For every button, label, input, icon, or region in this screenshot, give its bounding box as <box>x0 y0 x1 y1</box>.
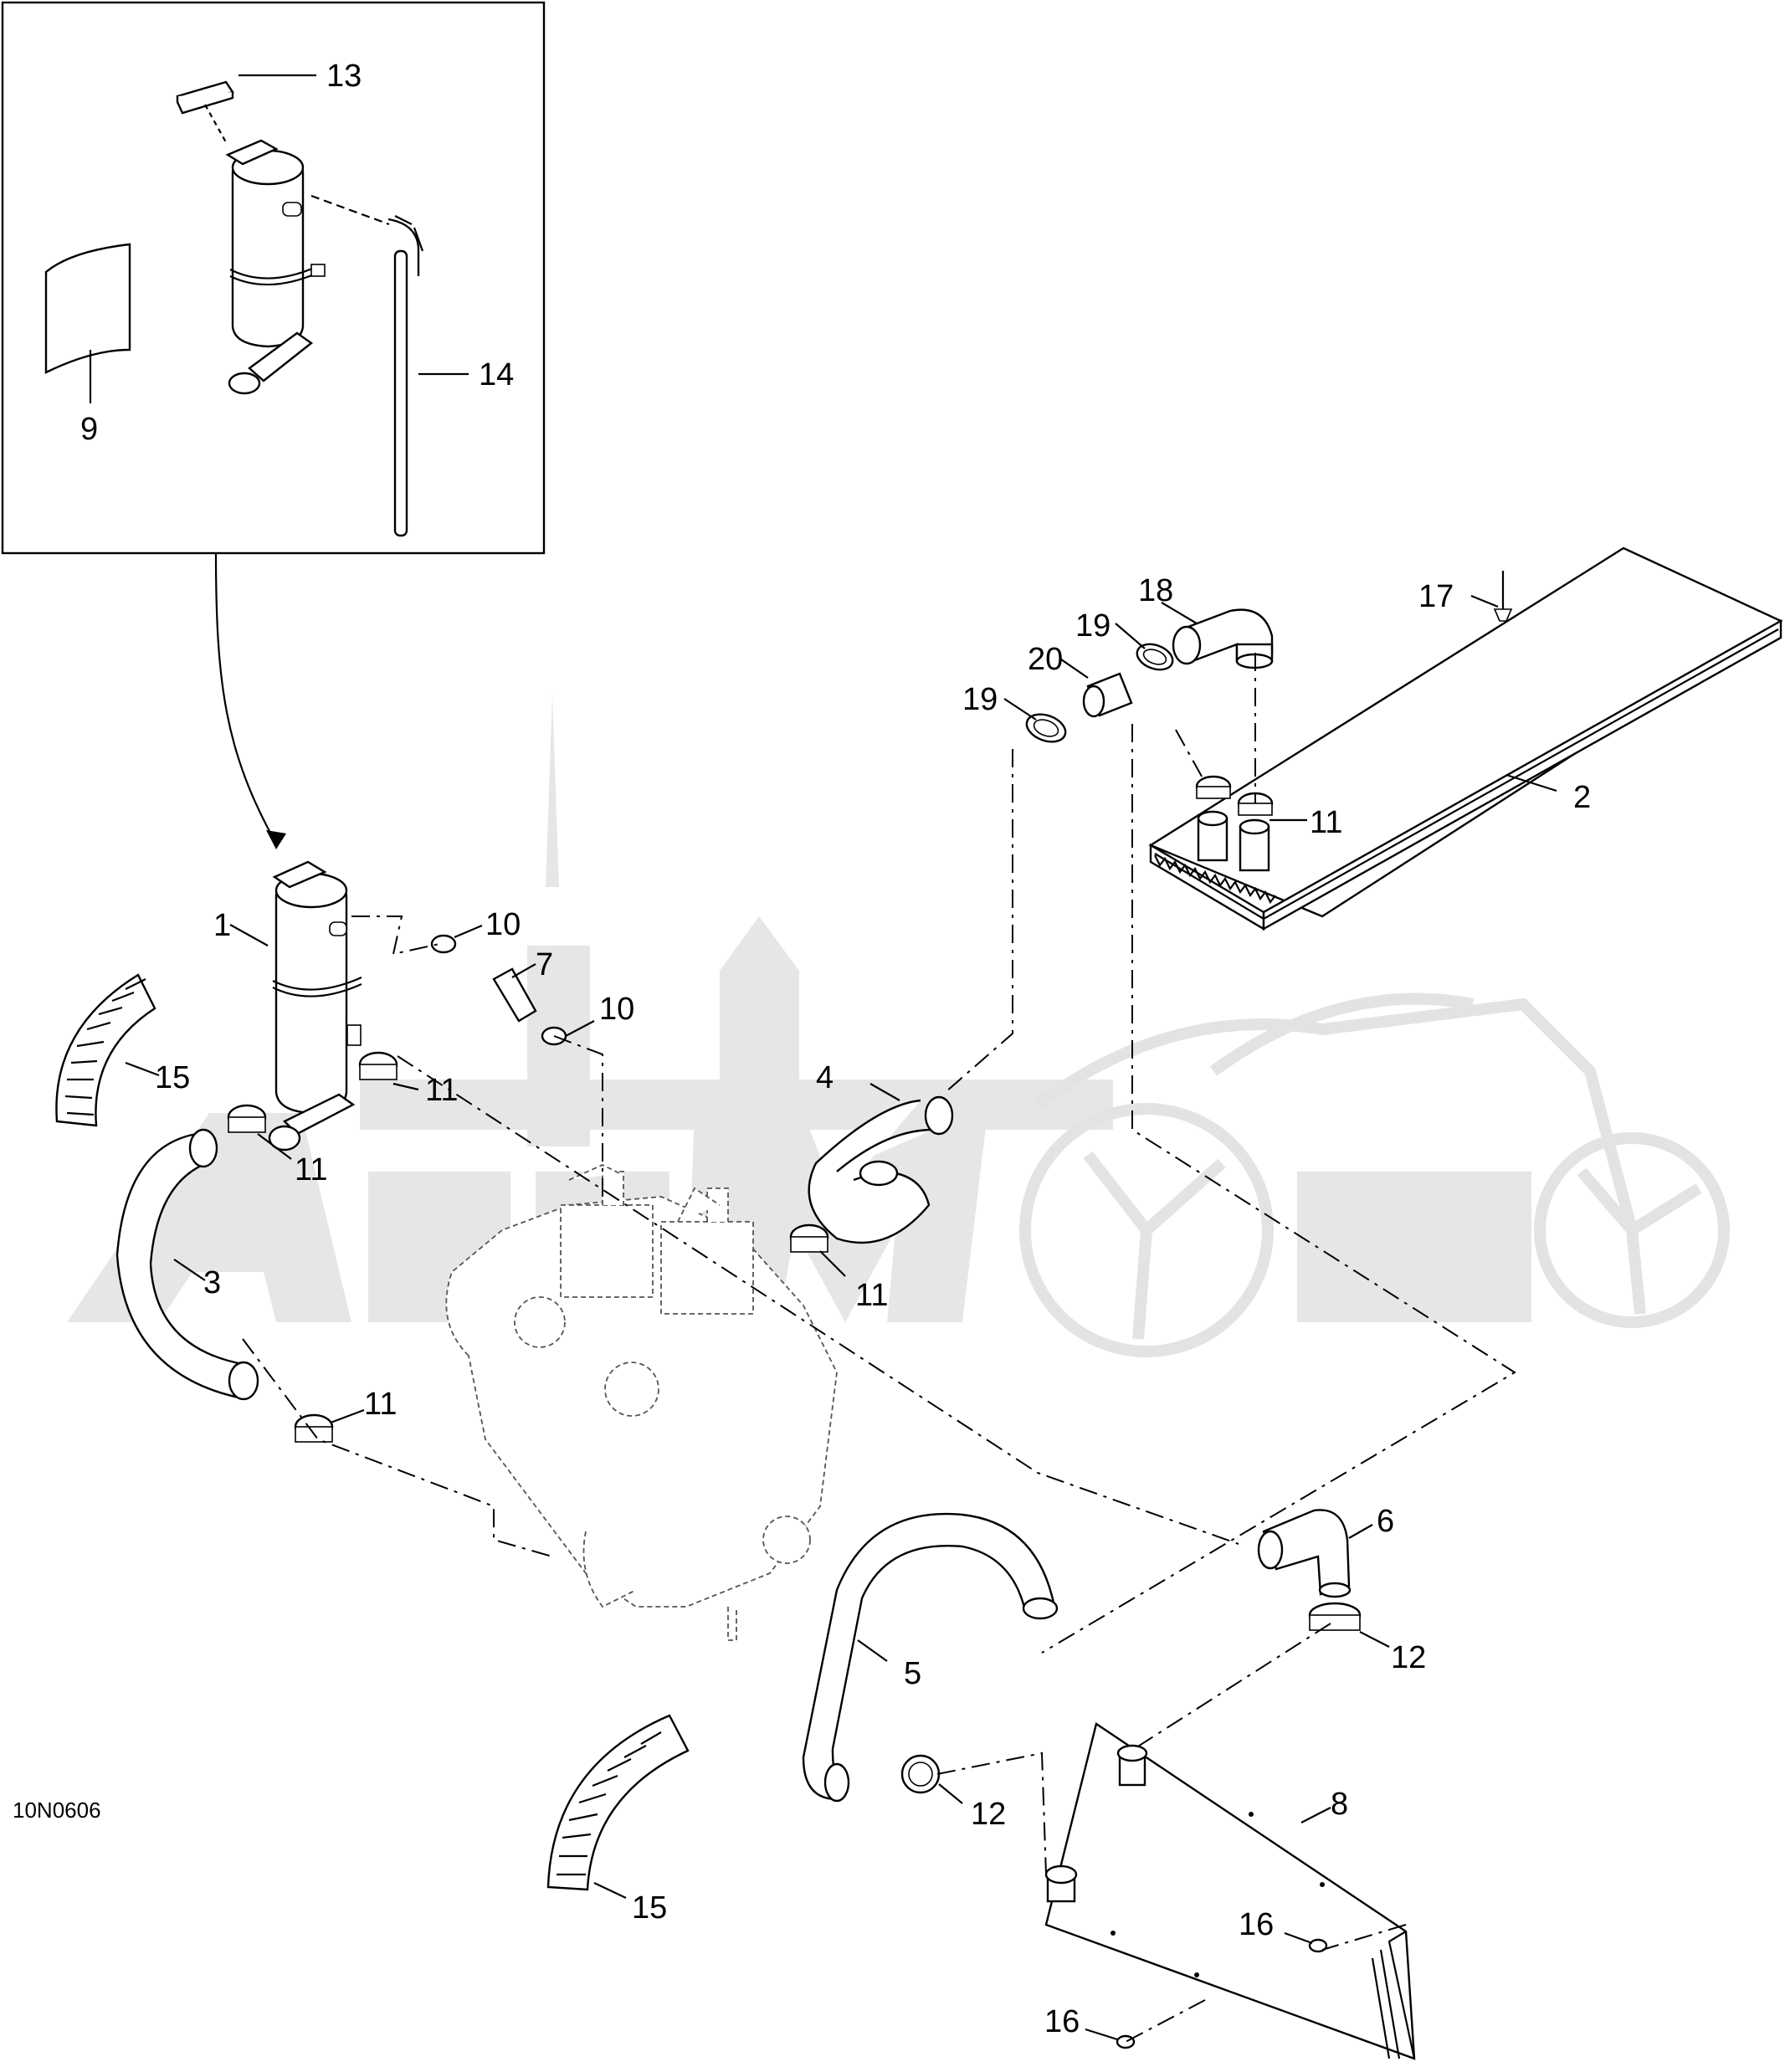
coolant-tank-inset <box>225 139 326 395</box>
callout-11-hose4: 11 <box>855 1278 888 1313</box>
elbow-part-6 <box>1257 1509 1352 1598</box>
callout-6: 6 <box>1377 1504 1394 1539</box>
callout-7: 7 <box>536 947 553 982</box>
ring-part-19-upper <box>1136 643 1174 671</box>
engine-block <box>445 1164 838 1641</box>
callout-17: 17 <box>1418 579 1454 614</box>
callout-labels: 13 14 9 18 17 19 20 19 2 11 1 10 7 10 15… <box>13 59 1591 2039</box>
screw-part-16-bottom <box>1116 2034 1136 2049</box>
inset-panel <box>1 1 546 849</box>
clamp-part-11-hose3-bottom <box>294 1413 334 1443</box>
overflow-hose-part-14 <box>310 194 424 537</box>
radiator-part-2 <box>1148 546 1783 931</box>
leader-lines <box>89 74 1557 2041</box>
callout-12-elbow: 12 <box>1391 1640 1426 1675</box>
callout-11-hose3-bottom: 11 <box>364 1387 397 1422</box>
callout-15-lower: 15 <box>632 1890 667 1926</box>
callout-19-lower: 19 <box>962 682 998 717</box>
routing-lines <box>242 653 1516 2043</box>
callout-8: 8 <box>1331 1787 1348 1822</box>
clamp-part-11-tank <box>358 1051 398 1080</box>
clamp-part-10-upper <box>430 934 457 954</box>
callout-3: 3 <box>203 1265 221 1300</box>
clamp-part-11-hose3-top <box>227 1104 267 1133</box>
coolant-hose-part-3 <box>115 1128 259 1401</box>
diagram-code: 10N0606 <box>13 1798 101 1823</box>
callout-19-upper: 19 <box>1075 608 1110 644</box>
connector-part-20 <box>1082 672 1133 718</box>
clamp-part-11-hose4 <box>789 1223 829 1253</box>
clamp-part-12-elbow <box>1308 1602 1362 1631</box>
callout-16-right: 16 <box>1239 1907 1274 1942</box>
coolant-tank-part-1 <box>268 860 362 1151</box>
callout-11-tank: 11 <box>425 1073 458 1108</box>
callout-16-bottom: 16 <box>1044 2004 1080 2039</box>
ring-part-19-lower <box>1025 713 1067 743</box>
decal-part-9 <box>44 243 131 374</box>
watermark-logo <box>67 695 1730 1357</box>
callout-11-hose3-top: 11 <box>295 1152 327 1187</box>
protector-sleeve-part-15-upper <box>55 973 156 1127</box>
clamp-part-12-hose5 <box>900 1754 941 1794</box>
callout-18: 18 <box>1138 573 1173 608</box>
callout-14: 14 <box>479 357 514 392</box>
callout-13: 13 <box>326 59 362 94</box>
callout-15-upper: 15 <box>155 1060 190 1095</box>
callout-2: 2 <box>1573 780 1591 815</box>
callout-10-lower: 10 <box>599 992 634 1027</box>
coolant-hose-part-4 <box>808 1095 954 1244</box>
callout-9: 9 <box>80 412 98 447</box>
callout-1: 1 <box>213 908 231 943</box>
callout-20: 20 <box>1028 642 1063 677</box>
protector-sleeve-part-15-lower <box>546 1714 690 1891</box>
arrow-head-icon <box>266 830 286 849</box>
hose-part-7 <box>492 967 537 1023</box>
callout-12-hose5: 12 <box>971 1797 1006 1832</box>
pressure-cap-part-13 <box>176 80 234 143</box>
callout-4: 4 <box>816 1060 834 1095</box>
callout-11-radiator: 11 <box>1310 805 1342 840</box>
elbow-part-18 <box>1172 608 1274 669</box>
coolant-hose-part-5 <box>802 1512 1059 1803</box>
fastener-part-17 <box>1493 571 1513 622</box>
callout-5: 5 <box>904 1656 921 1691</box>
callout-10-upper: 10 <box>485 907 521 942</box>
screw-part-16-right <box>1308 1938 1328 1953</box>
heat-exchanger-part-8 <box>1044 1722 1416 2060</box>
